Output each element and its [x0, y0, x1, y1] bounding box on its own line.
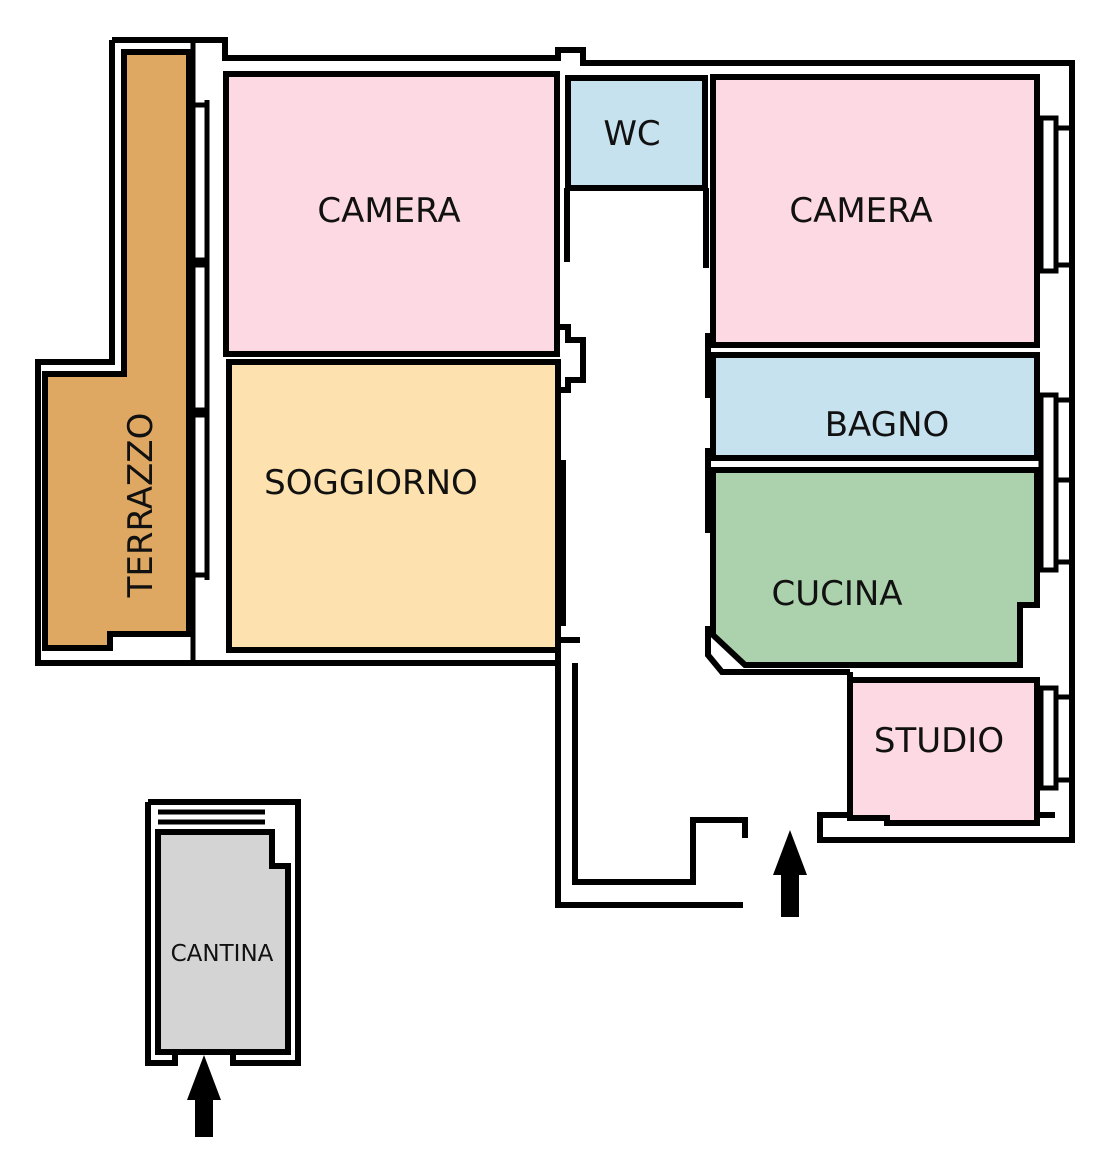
cantina-block [145, 799, 301, 1066]
outer-walls [35, 37, 1075, 908]
room-camera-right [710, 74, 1040, 348]
main-entrance-arrow-icon [773, 830, 807, 917]
label-cantina: CANTINA [171, 941, 274, 967]
label-terrazzo: TERRAZZO [121, 413, 161, 599]
label-bagno: BAGNO [825, 405, 950, 445]
room-camera-left [223, 71, 560, 357]
right-windows [1038, 115, 1072, 791]
room-terrazzo [42, 49, 192, 651]
label-studio: STUDIO [874, 721, 1004, 761]
room-studio [847, 677, 1040, 826]
corridor-left-wall [555, 637, 580, 663]
left-windows [190, 40, 210, 660]
label-wc: WC [603, 114, 660, 154]
label-camera-left: CAMERA [317, 191, 460, 231]
label-soggiorno: SOGGIORNO [264, 463, 478, 503]
label-cucina: CUCINA [771, 574, 902, 614]
terrace-outer-wall [35, 37, 1075, 908]
corridor-walls [560, 185, 856, 810]
window-icon [1038, 685, 1059, 791]
window-icon [1038, 392, 1059, 573]
room-cucina [710, 467, 1040, 668]
room-bagno [710, 352, 1040, 461]
label-camera-right: CAMERA [789, 191, 932, 231]
corridor-lower-wall [572, 663, 748, 885]
cantina-entrance-arrow-icon [187, 1055, 221, 1137]
room-cantina [155, 829, 291, 1055]
window-icon [1038, 115, 1059, 274]
room-soggiorno [226, 359, 561, 653]
